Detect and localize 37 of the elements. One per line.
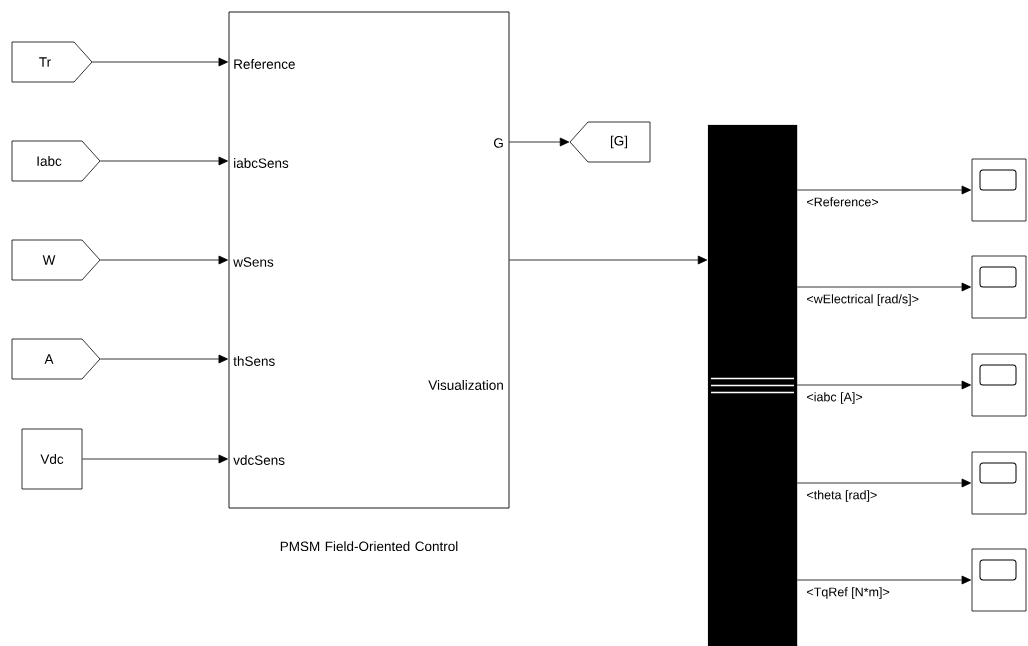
port-label: G <box>494 138 503 148</box>
port-label: iabcSens <box>234 158 289 168</box>
arrow <box>796 478 972 488</box>
from-tag: Iabc <box>11 140 101 182</box>
arrow <box>796 575 972 585</box>
port-label: Visualization <box>428 380 503 390</box>
arrow <box>796 185 972 195</box>
arrow <box>509 137 570 147</box>
arrow <box>91 57 228 67</box>
edge-label: <Reference> <box>805 196 880 208</box>
scope-block <box>971 548 1027 612</box>
port-label: vdcSens <box>233 455 285 465</box>
scope-block <box>971 353 1027 417</box>
arrow <box>796 282 972 292</box>
from-tag: Tr <box>11 41 93 83</box>
arrow <box>796 380 972 390</box>
arrow <box>82 454 228 464</box>
edge-label: <TqRef [N*m]> <box>805 586 891 600</box>
port-label: Reference <box>234 59 295 69</box>
port-label: thSens <box>233 356 275 366</box>
from-tag: W <box>11 239 101 281</box>
block-caption: PMSM Field-Oriented Control <box>280 541 458 552</box>
scope-block <box>971 158 1027 222</box>
arrow <box>99 354 228 364</box>
edge-label: <iabc [A]> <box>805 391 864 405</box>
port-label: wSens <box>233 257 274 267</box>
arrow <box>99 156 228 166</box>
scope-block <box>971 451 1027 515</box>
goto-tag: [G] <box>569 121 651 163</box>
from-tag: A <box>11 338 101 380</box>
bus-selector-bar <box>707 124 798 646</box>
edge-label: <wElectrical [rad/s]> <box>805 293 920 307</box>
constant-block: Vdc <box>21 428 83 490</box>
arrow <box>99 255 228 265</box>
arrow <box>509 255 708 265</box>
scope-block <box>971 255 1027 319</box>
edge-label: <theta [rad]> <box>805 489 879 503</box>
